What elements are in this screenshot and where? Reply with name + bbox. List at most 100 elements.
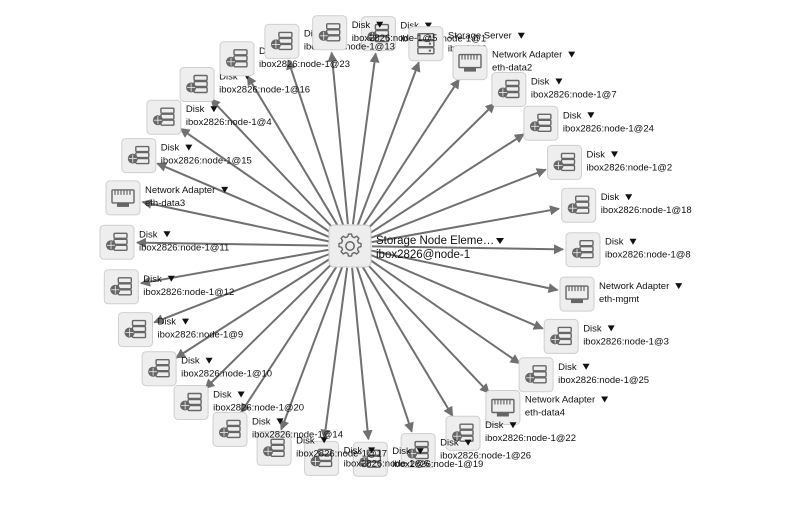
graph-node[interactable]: Disk ibox2826:node-1@7 <box>491 72 617 107</box>
node-caret-icon[interactable] <box>625 194 633 201</box>
node-box[interactable] <box>118 312 153 348</box>
node-caret-icon[interactable] <box>210 106 218 113</box>
node-type-label: Storage Server <box>448 31 512 42</box>
node-caret-icon[interactable] <box>416 448 424 455</box>
node-box[interactable] <box>518 357 554 393</box>
node-caret-icon[interactable] <box>611 151 618 158</box>
node-caret-icon[interactable] <box>517 32 525 39</box>
node-caret-icon[interactable] <box>629 238 637 245</box>
node-box[interactable] <box>491 72 527 107</box>
node-caret-icon[interactable] <box>167 275 175 282</box>
node-caret-icon[interactable] <box>601 396 609 403</box>
edge <box>370 168 547 239</box>
center-node[interactable]: Storage Node Eleme… ibox2826@node-1 <box>328 224 504 268</box>
node-type-label: Disk <box>158 317 177 328</box>
edge <box>356 61 421 226</box>
node-caret-icon[interactable] <box>509 422 517 429</box>
node-type-label: Network Adapter <box>492 50 562 61</box>
node-caret-icon[interactable] <box>205 357 213 364</box>
node-box[interactable] <box>559 276 595 312</box>
node-name-label: ibox2826:node-1@19 <box>392 459 483 470</box>
node-box[interactable] <box>565 232 601 268</box>
node-caret-icon[interactable] <box>607 325 615 332</box>
node-caret-icon[interactable] <box>555 78 563 85</box>
node-caret-icon[interactable] <box>163 231 171 238</box>
node-box[interactable] <box>547 144 582 180</box>
node-name-label: ibox2826:node-1@11 <box>139 242 229 253</box>
node-name-label: ibox2826:node-1@7 <box>531 90 617 101</box>
node-type-label: Disk <box>531 77 550 88</box>
node-box[interactable] <box>212 411 248 447</box>
node-box[interactable] <box>523 105 559 141</box>
node-box[interactable] <box>173 385 209 420</box>
node-type-label: Disk <box>583 323 602 334</box>
edge <box>141 198 329 243</box>
node-box[interactable] <box>452 45 488 81</box>
node-box[interactable] <box>219 41 255 77</box>
node-box[interactable] <box>141 351 177 387</box>
node-box[interactable] <box>543 318 579 354</box>
node-caret-icon[interactable] <box>424 22 432 29</box>
node-box[interactable] <box>264 23 300 59</box>
node-type-label: Disk <box>296 435 315 446</box>
node-box[interactable] <box>103 269 139 305</box>
node-caret-icon[interactable] <box>276 418 284 425</box>
center-node-caret-icon[interactable] <box>496 238 504 244</box>
node-name-label: ibox2826:node-1@23 <box>259 59 350 70</box>
node-box[interactable] <box>146 99 182 135</box>
node-box[interactable] <box>561 187 597 223</box>
node-type-label: Network Adapter <box>525 395 595 406</box>
node-type-label: Disk <box>601 192 620 203</box>
node-box[interactable] <box>121 138 157 174</box>
node-box[interactable] <box>105 180 141 216</box>
node-box[interactable] <box>312 15 348 51</box>
node-caret-icon[interactable] <box>675 283 683 290</box>
node-name-label: ibox2826:node-1@4 <box>186 117 272 128</box>
node-box[interactable] <box>179 67 215 102</box>
node-type-label: Disk <box>219 72 238 83</box>
node-caret-icon[interactable] <box>464 439 472 446</box>
node-caret-icon[interactable] <box>587 112 595 119</box>
node-box[interactable] <box>99 224 135 260</box>
node-caret-icon[interactable] <box>568 51 576 58</box>
node-caret-icon[interactable] <box>237 391 245 398</box>
node-type-label: Disk <box>161 143 180 154</box>
node-caret-icon[interactable] <box>221 186 229 193</box>
node-name-label: ibox2826:node-1@3 <box>583 336 669 347</box>
graph-node[interactable]: Disk ibox2826:node-1@3 <box>543 318 669 354</box>
node-caret-icon[interactable] <box>320 437 328 444</box>
node-caret-icon[interactable] <box>368 447 376 454</box>
node-caret-icon[interactable] <box>185 144 193 151</box>
node-caret-icon[interactable] <box>582 363 590 370</box>
node-caret-icon[interactable] <box>182 318 189 325</box>
node-name-label: ibox2826:node-1@26 <box>440 451 531 462</box>
edge <box>175 257 333 359</box>
center-node-box[interactable] <box>328 224 372 268</box>
node-caret-icon[interactable] <box>376 21 384 28</box>
